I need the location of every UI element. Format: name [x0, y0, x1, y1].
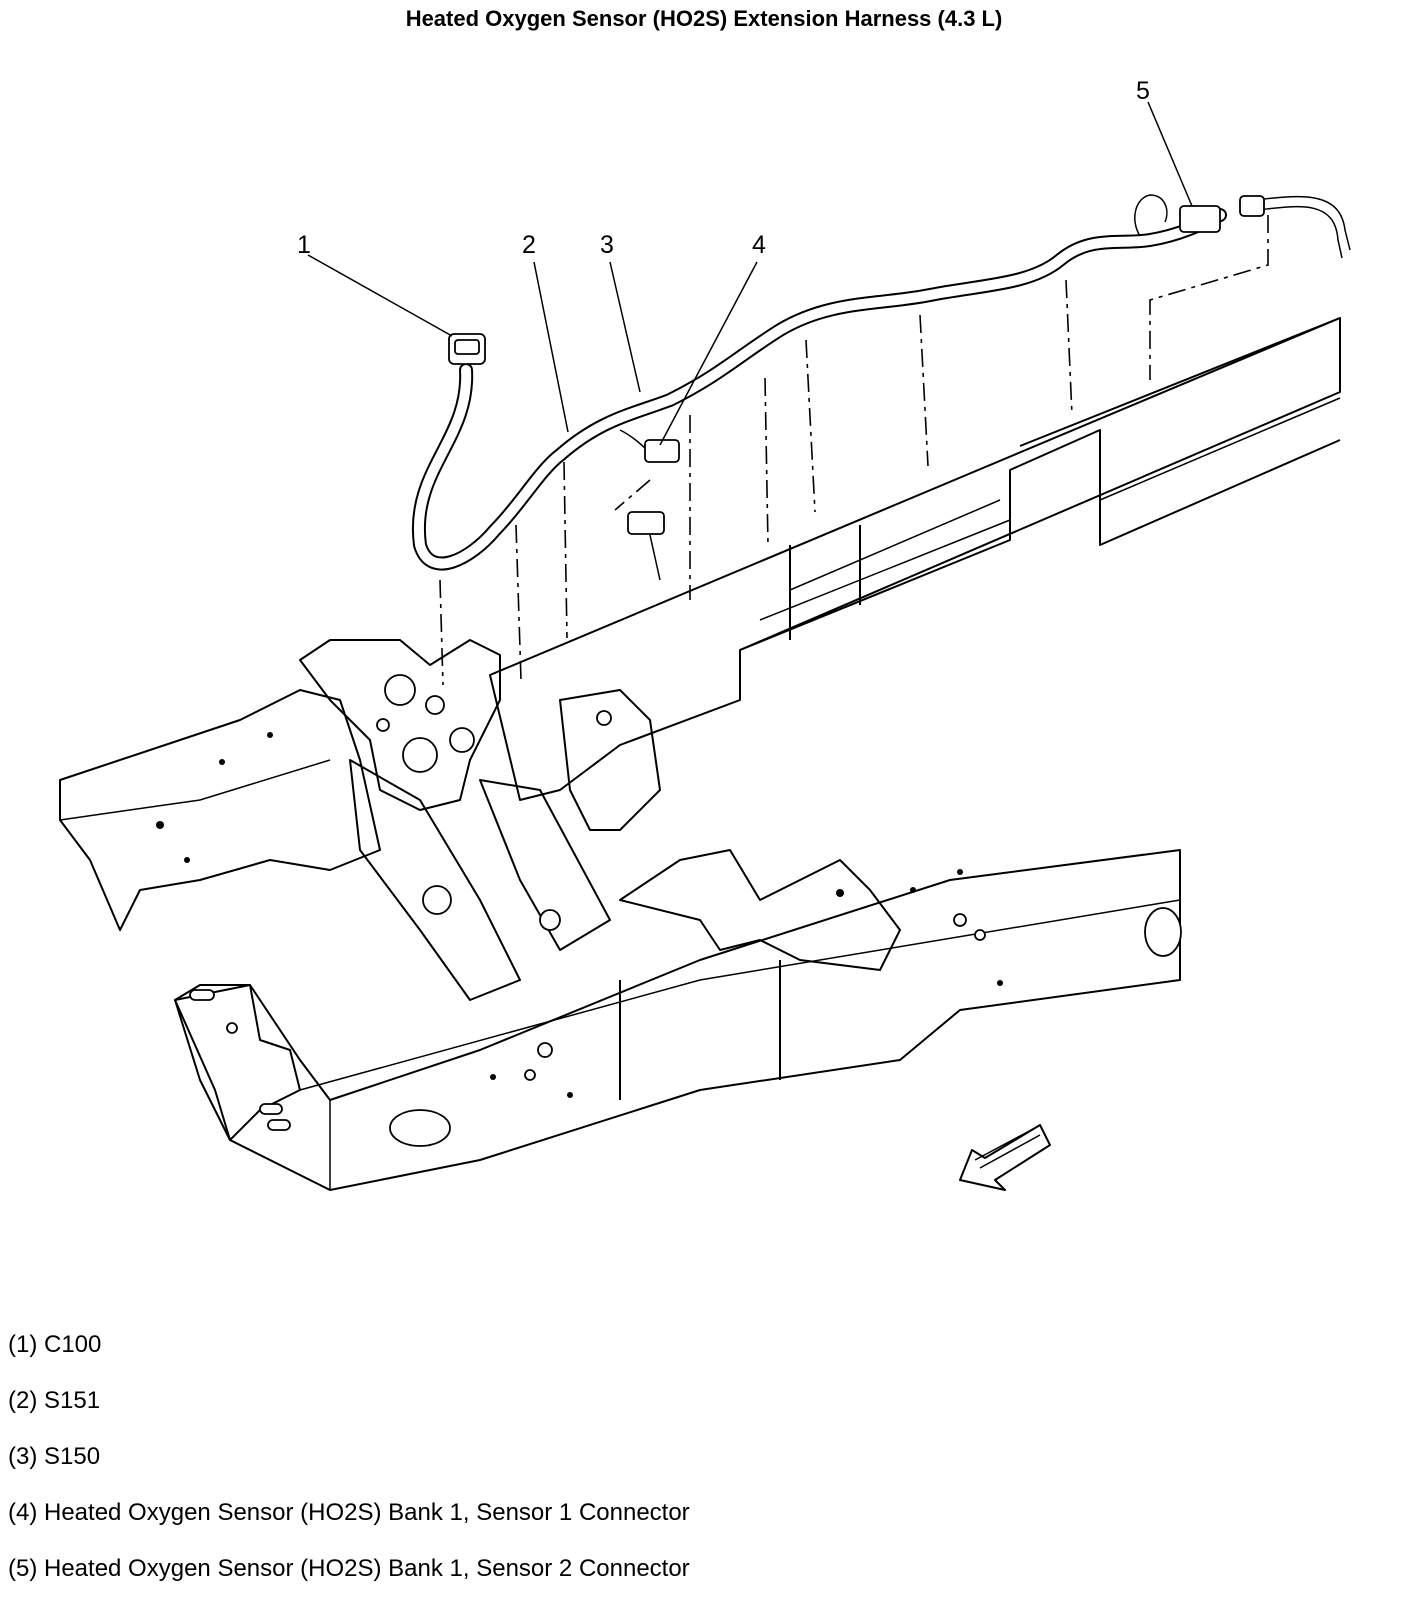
- diagram-title: Heated Oxygen Sensor (HO2S) Extension Ha…: [405, 6, 1003, 31]
- callout-3: 3: [600, 231, 614, 259]
- harness-frame-illustration: 1 2 3 4 5: [59, 77, 1351, 1191]
- right-engine-mount: [559, 689, 661, 831]
- legend-item-s150: (3) S150: [8, 1443, 101, 1470]
- callout-5: 5: [1136, 77, 1150, 105]
- extension-harness: [411, 194, 1351, 571]
- callout-2: 2: [522, 231, 536, 259]
- left-front-frame-rail: [59, 689, 381, 931]
- legend-item-s151: (2) S151: [8, 1387, 101, 1414]
- lower-engine-mount: [619, 849, 901, 971]
- component-legend: (1) C100 (2) S151 (3) S150 (4) Heated Ox…: [8, 1330, 690, 1610]
- engine-mount-bracket: [299, 639, 501, 811]
- callout-leaders: [307, 101, 1193, 446]
- callout-4: 4: [752, 231, 766, 259]
- crossmember: [349, 759, 611, 1001]
- clip-dash-lines: [439, 215, 1269, 686]
- legend-item-ho2s-bank1-sensor1: (4) Heated Oxygen Sensor (HO2S) Bank 1, …: [8, 1499, 690, 1526]
- upper-frame-rail: [489, 317, 1341, 801]
- connector-c100: [448, 333, 486, 365]
- legend-item-ho2s-bank1-sensor2: (5) Heated Oxygen Sensor (HO2S) Bank 1, …: [8, 1555, 690, 1582]
- front-bracket: [174, 984, 301, 1141]
- legend-item-c100: (1) C100: [8, 1331, 102, 1358]
- lower-frame-rail: [174, 849, 1182, 1191]
- callout-1: 1: [297, 231, 311, 259]
- front-direction-arrow: [959, 1124, 1051, 1191]
- ho2s-sensor2-connector: [1179, 195, 1265, 233]
- ho2s-sensor1-connector: [627, 439, 680, 581]
